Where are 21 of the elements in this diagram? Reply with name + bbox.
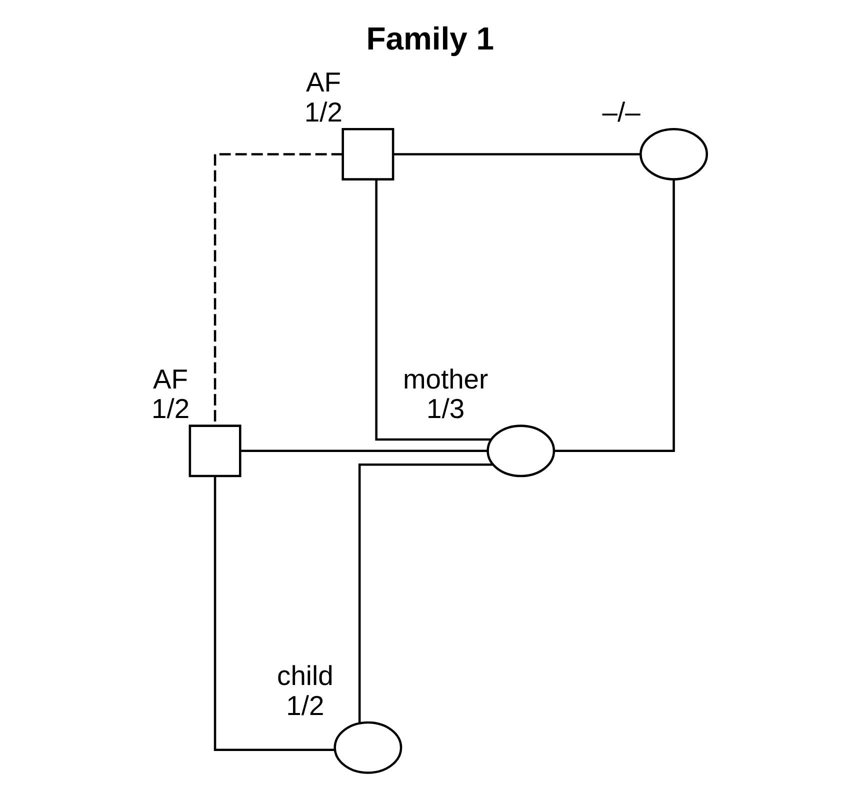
node-box <box>342 128 394 180</box>
connector <box>394 153 640 156</box>
node-label: 1/2 <box>286 690 324 721</box>
node-label: child <box>277 660 334 692</box>
node-box <box>188 424 242 478</box>
node-label: –/– <box>602 96 640 128</box>
connector <box>241 450 488 452</box>
connector <box>554 180 675 452</box>
node-circle <box>640 128 708 180</box>
node-label: 1/2 <box>152 393 190 424</box>
node-label: 1/3 <box>426 393 465 424</box>
connector <box>214 476 335 752</box>
node-circle <box>334 721 402 774</box>
node-label: mother <box>402 363 488 394</box>
connector <box>375 180 491 441</box>
node-circle <box>486 424 556 478</box>
node-label: AF <box>153 363 188 394</box>
node-label: AF <box>306 66 341 98</box>
node-label: 1/2 <box>304 96 342 128</box>
diagram-title: Family 1 <box>366 20 494 57</box>
connector <box>358 463 493 722</box>
